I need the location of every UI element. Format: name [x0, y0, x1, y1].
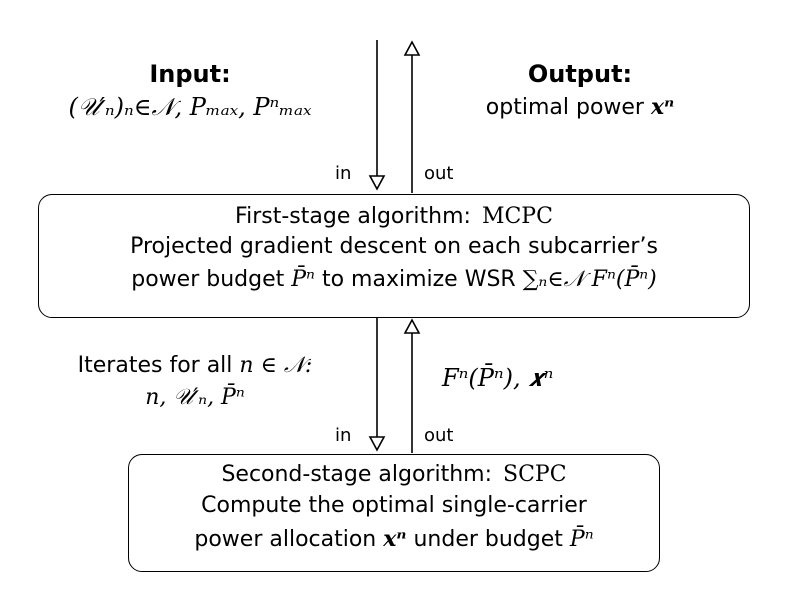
iterates-block: Iterates for all n ∈ 𝒩: n, 𝒰′ₙ, P̄ⁿ: [30, 350, 360, 414]
top-out-label: out: [424, 163, 454, 184]
feedback-text: Fⁿ(P̄ⁿ), 𝒙ⁿ: [442, 364, 554, 392]
top-out-arrow: [403, 40, 421, 193]
top-in-label: in: [335, 163, 352, 184]
output-line: optimal power 𝒙ⁿ: [430, 90, 730, 125]
second-stage-var2: P̄ⁿ: [569, 527, 594, 552]
first-stage-math: ∑ₙ∈𝒩 Fⁿ(P̄ⁿ): [522, 267, 657, 292]
iterates-line1: Iterates for all n ∈ 𝒩:: [30, 350, 360, 382]
output-var: 𝒙ⁿ: [650, 94, 675, 120]
second-stage-text-a: power allocation: [194, 527, 377, 552]
second-stage-name: SCPC: [503, 462, 567, 487]
first-stage-line1: First-stage algorithm: MCPC: [39, 202, 749, 232]
iterates-vars: n, 𝒰′ₙ, P̄ⁿ: [145, 385, 245, 410]
first-stage-text-a: power budget: [131, 267, 285, 292]
first-stage-line3: power budget P̄ⁿ to maximize WSR ∑ₙ∈𝒩 Fⁿ…: [39, 262, 749, 298]
input-params: (𝒰′ₙ)ₙ∈𝒩, Pₘₐₓ, Pⁿₘₐₓ: [68, 93, 312, 121]
first-stage-label: First-stage algorithm:: [235, 204, 471, 229]
first-stage-name: MCPC: [481, 204, 553, 229]
input-block: Input: (𝒰′ₙ)ₙ∈𝒩, Pₘₐₓ, Pⁿₘₐₓ: [40, 58, 340, 124]
second-stage-text-b: under budget: [413, 527, 563, 552]
second-stage-box: Second-stage algorithm: SCPC Compute the…: [128, 454, 660, 572]
first-stage-line2: Projected gradient descent on each subca…: [130, 234, 658, 259]
second-stage-line1: Second-stage algorithm: SCPC: [129, 460, 659, 490]
first-stage-var: P̄ⁿ: [291, 267, 315, 292]
bottom-in-label: in: [335, 425, 352, 446]
second-stage-line2: Compute the optimal single-carrier: [201, 493, 587, 518]
iterates-text: Iterates for all: [77, 353, 233, 378]
first-stage-text-b: to maximize WSR: [321, 267, 516, 292]
top-in-arrow: [368, 40, 386, 191]
second-stage-line3: power allocation 𝒙ⁿ under budget P̄ⁿ: [129, 522, 659, 557]
bottom-out-arrow: [403, 318, 421, 453]
bottom-in-arrow: [368, 318, 386, 452]
output-title: Output:: [527, 60, 633, 88]
first-stage-box: First-stage algorithm: MCPC Projected gr…: [38, 194, 750, 318]
iterates-cond: n ∈ 𝒩:: [239, 353, 313, 378]
output-block: Output: optimal power 𝒙ⁿ: [430, 58, 730, 125]
second-stage-var: 𝒙ⁿ: [383, 526, 407, 552]
bottom-out-label: out: [424, 425, 454, 446]
second-stage-label: Second-stage algorithm:: [221, 462, 492, 487]
output-text: optimal power: [485, 95, 644, 120]
input-title: Input:: [149, 60, 231, 88]
